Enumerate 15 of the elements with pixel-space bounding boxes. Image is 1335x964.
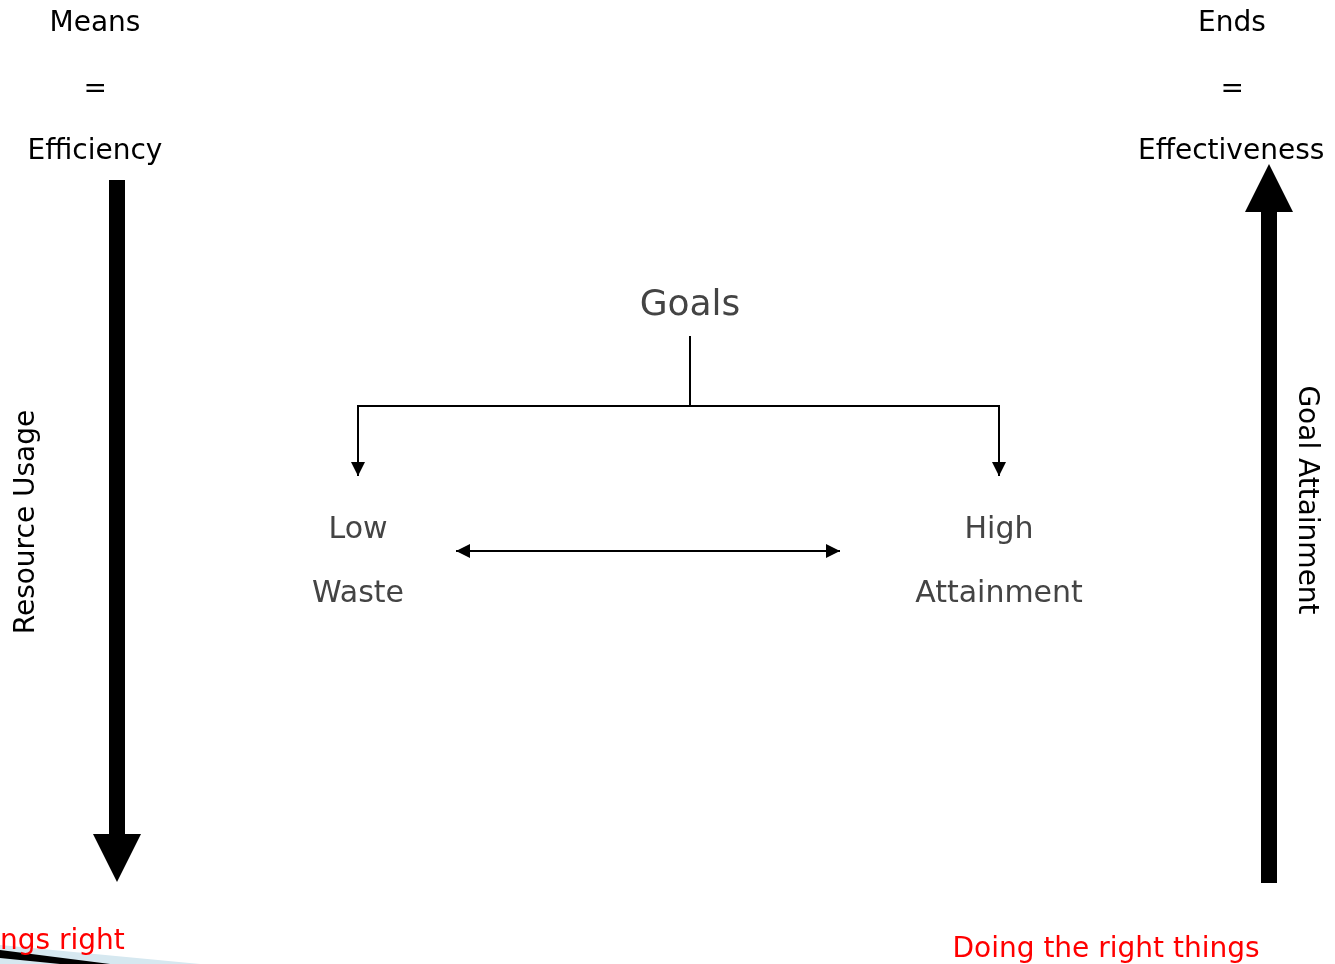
node-text: Goals (639, 281, 741, 325)
axis-label: Resource Usage (10, 409, 39, 635)
node-text: High Attainment (915, 508, 1083, 611)
slogan: Doing the right things (952, 934, 1260, 962)
axis-label: Goal Attainment (1293, 385, 1322, 615)
heading: Means (49, 8, 141, 36)
equals-sign: = (1220, 74, 1244, 102)
heading: Ends (1198, 8, 1266, 36)
equals-sign: = (83, 74, 107, 102)
arrow (689, 335, 1006, 477)
node-text: Low Waste (312, 508, 404, 611)
arrow (455, 544, 841, 558)
slogan: ngs right (0, 926, 125, 954)
heading: Effectiveness (1138, 136, 1325, 164)
heading: Efficiency (27, 136, 163, 164)
